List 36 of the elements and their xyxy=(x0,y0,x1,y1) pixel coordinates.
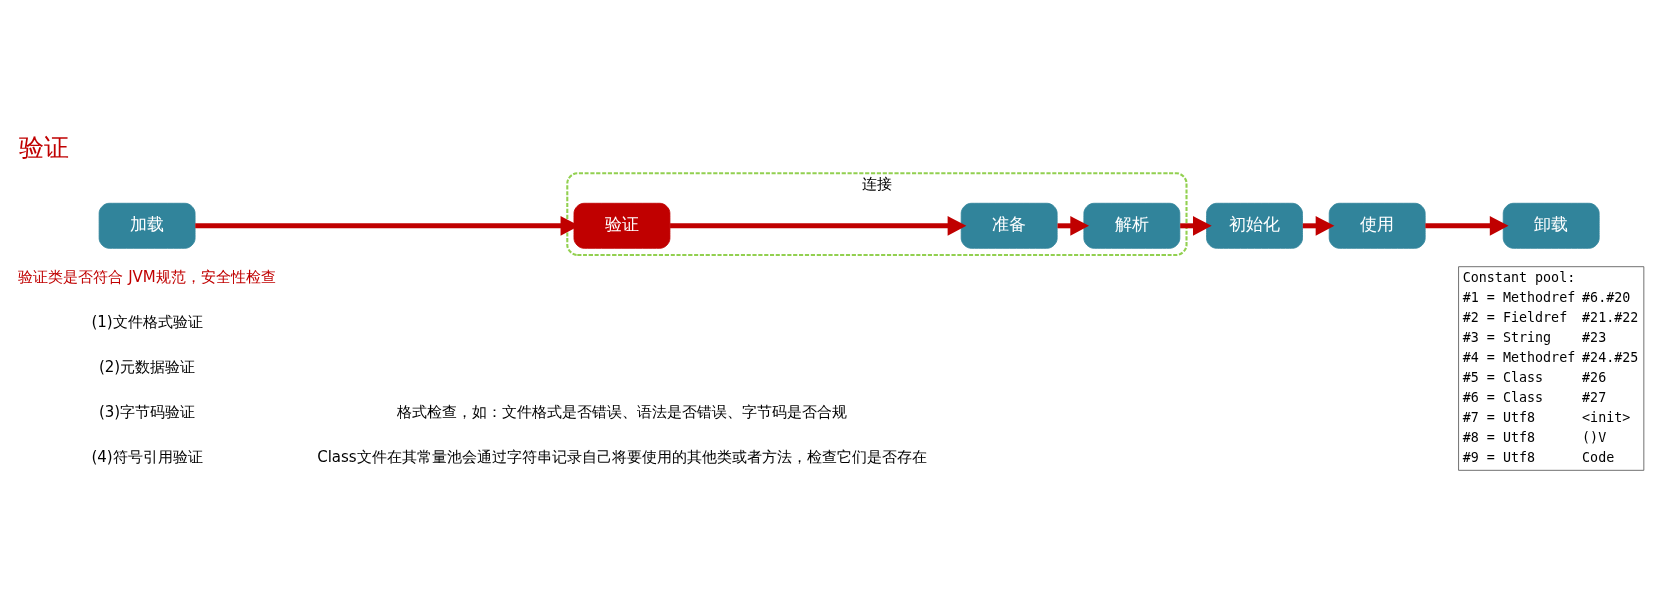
arrow xyxy=(670,215,967,236)
node-box: 初始化 xyxy=(1206,202,1303,249)
label: Code xyxy=(1582,449,1615,465)
label: Constant pool: xyxy=(1462,269,1576,285)
diagram-title: 验证 xyxy=(18,132,69,162)
label: #8 = Utf8 xyxy=(1462,429,1536,445)
label: (2)元数据验证 xyxy=(98,358,196,377)
label: (3)字节码验证 xyxy=(98,403,196,422)
label: #4 = Methodref xyxy=(1462,349,1576,365)
node-box: 解析 xyxy=(1083,202,1181,249)
label: (1)文件格式验证 xyxy=(91,313,203,332)
node-box: 使用 xyxy=(1328,202,1426,249)
label: #27 xyxy=(1582,389,1607,405)
label: ()V xyxy=(1582,429,1607,445)
label: #6 = Class xyxy=(1462,389,1544,405)
node-box: 准备 xyxy=(960,202,1058,249)
label: #2 = Fieldref xyxy=(1462,309,1568,325)
label: #6.#20 xyxy=(1582,289,1631,305)
label: #9 = Utf8 xyxy=(1462,449,1536,465)
label: #5 = Class xyxy=(1462,369,1544,385)
label: #7 = Utf8 xyxy=(1462,409,1536,425)
label: <init> xyxy=(1582,409,1631,425)
label: #24.#25 xyxy=(1582,349,1639,365)
label: #26 xyxy=(1582,369,1607,385)
node-box: 卸载 xyxy=(1502,202,1600,249)
label: Class文件在其常量池会通过字符串记录自己将要使用的其他类或者方法，检查它们是否存在 xyxy=(317,448,927,467)
label: (4)符号引用验证 xyxy=(91,448,203,467)
label: #3 = String xyxy=(1462,329,1552,345)
label: #23 xyxy=(1582,329,1607,345)
node-box: 加载 xyxy=(98,202,196,249)
arrow xyxy=(1425,215,1509,236)
label: 验证类是否符合 JVM规范，安全性检查 xyxy=(18,268,276,287)
label: #21.#22 xyxy=(1582,309,1639,325)
node-box: 验证 xyxy=(573,202,671,249)
label: 格式检查，如：文件格式是否错误、语法是否错误、字节码是否合规 xyxy=(396,403,847,422)
label: #1 = Methodref xyxy=(1462,289,1576,305)
